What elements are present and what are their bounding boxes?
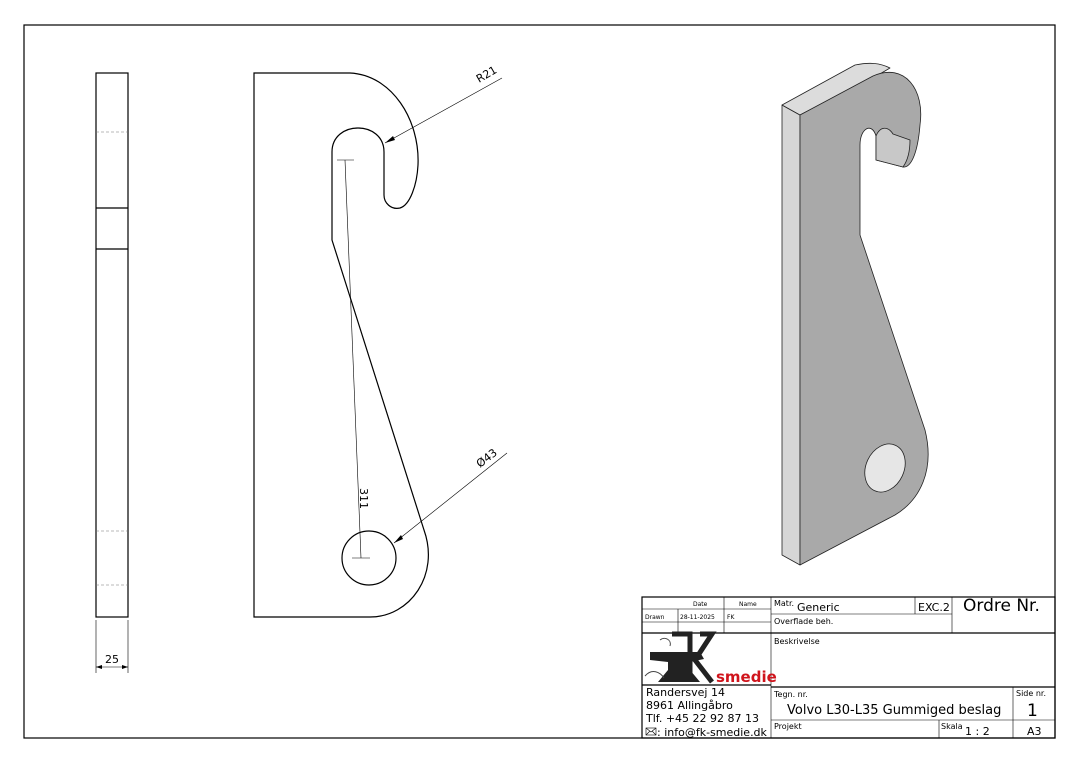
isometric-view	[781, 62, 929, 566]
sheet-border	[23, 24, 1056, 739]
drawing-number-label: Tegn. nr.	[773, 690, 808, 699]
surface-label: Overflade beh.	[774, 617, 833, 626]
mail-icon	[645, 727, 657, 736]
title-block: Date Name Drawn 28-11-2025 FK Matr. Gene…	[641, 596, 1056, 739]
scale-label: Skala	[941, 722, 963, 731]
scale-value: 1 : 2	[965, 725, 990, 738]
name-header: Name	[739, 601, 757, 608]
matr-value: Generic	[797, 601, 840, 614]
address-line1: Randersvej 14	[646, 686, 725, 699]
front-view: 311 R21 Ø43	[253, 64, 508, 618]
drawing-number-value: Volvo L30-L35 Gummiged beslag	[787, 703, 1001, 718]
page-number-value: 1	[1027, 701, 1038, 721]
thickness-dimension: 25	[105, 653, 119, 666]
paper-size: A3	[1027, 725, 1042, 738]
side-view: 25	[95, 72, 129, 673]
matr-label: Matr.	[774, 599, 794, 608]
page-number-label: Side nr.	[1016, 689, 1046, 698]
company-logo: smedie	[643, 631, 777, 686]
radius-dimension: R21	[474, 64, 499, 86]
diameter-dimension: Ø43	[474, 446, 500, 470]
length-dimension: 311	[357, 488, 370, 509]
drawn-label: Drawn	[645, 614, 665, 621]
logo-text: smedie	[716, 668, 777, 686]
date-header: Date	[693, 601, 708, 608]
email-link[interactable]: : info@fk-smedie.dk	[657, 726, 768, 739]
drawn-name: FK	[727, 614, 735, 621]
project-label: Projekt	[774, 722, 802, 731]
material-code: EXC.2	[918, 601, 950, 614]
description-label: Beskrivelse	[774, 637, 820, 646]
address-line2: 8961 Allingåbro	[646, 699, 733, 712]
order-number-label: Ordre Nr.	[963, 596, 1040, 616]
phone-number: Tlf. +45 22 92 87 13	[645, 712, 759, 725]
drawn-date: 28-11-2025	[680, 614, 715, 621]
